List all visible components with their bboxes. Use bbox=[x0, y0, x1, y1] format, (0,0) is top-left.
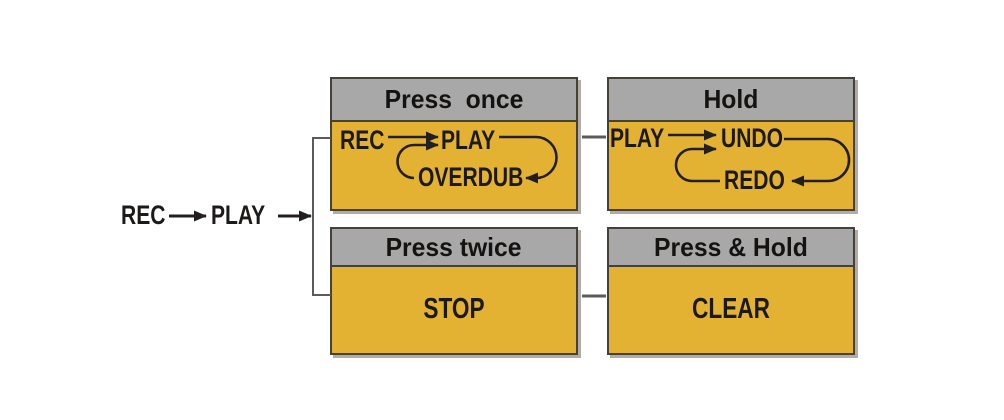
press-twice-box: Press twice bbox=[330, 227, 578, 355]
hold-undo-label: UNDO bbox=[721, 122, 784, 153]
hold-redo-label: REDO bbox=[724, 164, 785, 195]
press-and-hold-header: Press & Hold bbox=[609, 229, 853, 267]
entry-rec-label: REC bbox=[121, 199, 166, 230]
stop-label: STOP bbox=[423, 292, 485, 325]
press-twice-header: Press twice bbox=[332, 229, 576, 267]
press-once-overdub-label: OVERDUB bbox=[418, 161, 524, 192]
press-and-hold-title: Press & Hold bbox=[654, 231, 808, 262]
press-once-rec-label: REC bbox=[340, 124, 385, 155]
press-once-title: Press once bbox=[384, 84, 524, 114]
hold-header: Hold bbox=[609, 79, 853, 122]
press-twice-title: Press twice bbox=[386, 231, 522, 262]
clear-label: CLEAR bbox=[692, 292, 770, 325]
press-and-hold-box: Press & Hold bbox=[607, 227, 855, 355]
entry-play-label: PLAY bbox=[211, 199, 266, 230]
press-once-play-label: PLAY bbox=[441, 124, 496, 155]
hold-play-label: PLAY bbox=[610, 122, 665, 153]
press-once-header: Press once bbox=[332, 79, 576, 122]
entry-branch-bracket bbox=[312, 137, 331, 296]
press-and-hold-action: CLEAR bbox=[692, 293, 831, 326]
press-twice-action: STOP bbox=[423, 293, 532, 326]
hold-title: Hold bbox=[703, 84, 759, 114]
